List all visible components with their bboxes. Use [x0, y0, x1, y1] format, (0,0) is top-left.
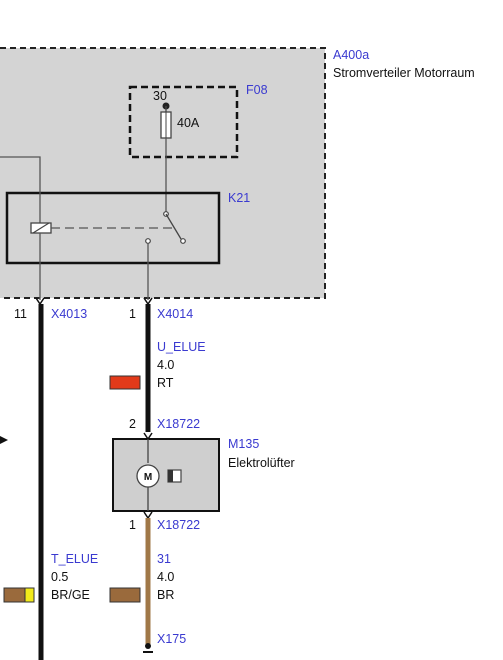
t-elue-size: 0.5 [51, 570, 68, 584]
t-elue-color-stripe [24, 587, 35, 603]
distributor-id: A400a [333, 48, 369, 62]
relay-contact-right [180, 238, 186, 244]
relay-id: K21 [228, 191, 250, 205]
relay-coil-slash [32, 222, 50, 234]
x4014-pin: 1 [129, 307, 136, 321]
u-elue-size: 4.0 [157, 358, 174, 372]
ground-id: X175 [157, 632, 186, 646]
w31-name: 31 [157, 552, 171, 566]
w31-color-swatch [109, 587, 141, 603]
fuse-pin: 30 [153, 89, 167, 103]
t-elue-color-swatch [3, 587, 27, 603]
motor-box [112, 438, 220, 512]
motor-fan-symbol-fill [168, 470, 173, 482]
relay-switch-arm [165, 213, 182, 240]
fuse-box [128, 85, 239, 159]
motor-symbol-letter: M [144, 472, 152, 483]
relay-contact-output [145, 238, 151, 244]
x4013-pin: 11 [14, 307, 27, 321]
distributor-name: Stromverteiler Motorraum [333, 66, 475, 80]
x4013-id: X4013 [51, 307, 87, 321]
motor-out-pin: 1 [129, 518, 136, 532]
distributor-panel [0, 47, 326, 299]
left-edge-arrow [0, 436, 8, 444]
motor-in-pin: 2 [129, 417, 136, 431]
relay-box [5, 191, 221, 265]
fuse-id: F08 [246, 83, 268, 97]
u-elue-name: U_ELUE [157, 340, 206, 354]
ground-terminal [145, 643, 151, 649]
t-elue-name: T_ELUE [51, 552, 98, 566]
u-elue-color-code: RT [157, 376, 174, 390]
relay-coil-feed [0, 156, 41, 223]
w31-size: 4.0 [157, 570, 174, 584]
motor-id: M135 [228, 437, 259, 451]
u-elue-color-swatch [109, 375, 141, 390]
motor-name: Elektrolüfter [228, 456, 295, 470]
x4014-id: X4014 [157, 307, 193, 321]
w31-color-code: BR [157, 588, 174, 602]
motor-out-arrow [143, 511, 153, 520]
motor-in-id: X18722 [157, 417, 200, 431]
fuse-rating: 40A [177, 116, 200, 130]
motor-out-id: X18722 [157, 518, 200, 532]
t-elue-color-code: BR/GE [51, 588, 90, 602]
